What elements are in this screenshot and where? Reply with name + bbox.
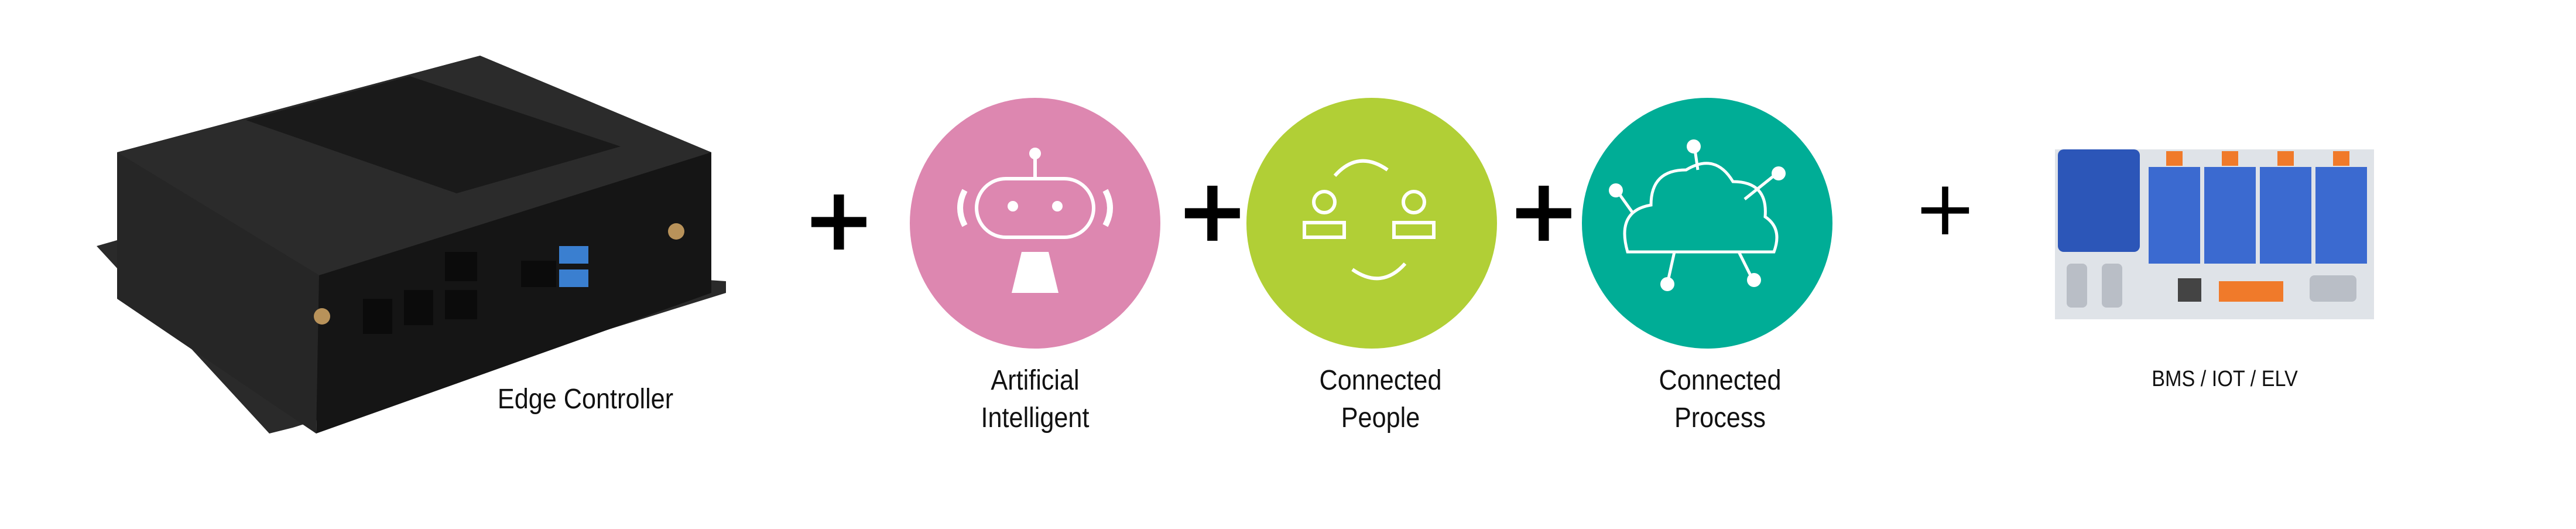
ai-label-line2: Intelligent (981, 402, 1090, 434)
robot-icon (957, 148, 1113, 239)
ai-label: Artificial Intelligent (930, 362, 1140, 437)
edge-controller-image (97, 56, 726, 434)
people-circle (1246, 98, 1497, 349)
ai-label-line1: Artificial (991, 365, 1080, 396)
process-label-line1: Connected (1659, 365, 1782, 396)
bms-iot-elv-label: BMS / IOT / ELV (2152, 367, 2298, 391)
process-label-line2: Process (1674, 402, 1766, 434)
ai-circle (910, 98, 1160, 349)
plus-operator-2: + (1176, 160, 1249, 262)
people-label: Connected People (1275, 362, 1486, 437)
people-exchange-icon (1303, 159, 1436, 281)
plus-operator-1: + (802, 169, 876, 271)
process-circle (1582, 98, 1832, 349)
plc-controller-image (2055, 149, 2374, 319)
plus-operator-4: + (1913, 163, 1977, 252)
people-label-line2: People (1341, 402, 1420, 434)
people-label-line1: Connected (1319, 365, 1442, 396)
process-label: Connected Process (1615, 362, 1825, 437)
edge-controller-label: Edge Controller (497, 384, 674, 415)
plus-operator-3: + (1507, 160, 1581, 262)
